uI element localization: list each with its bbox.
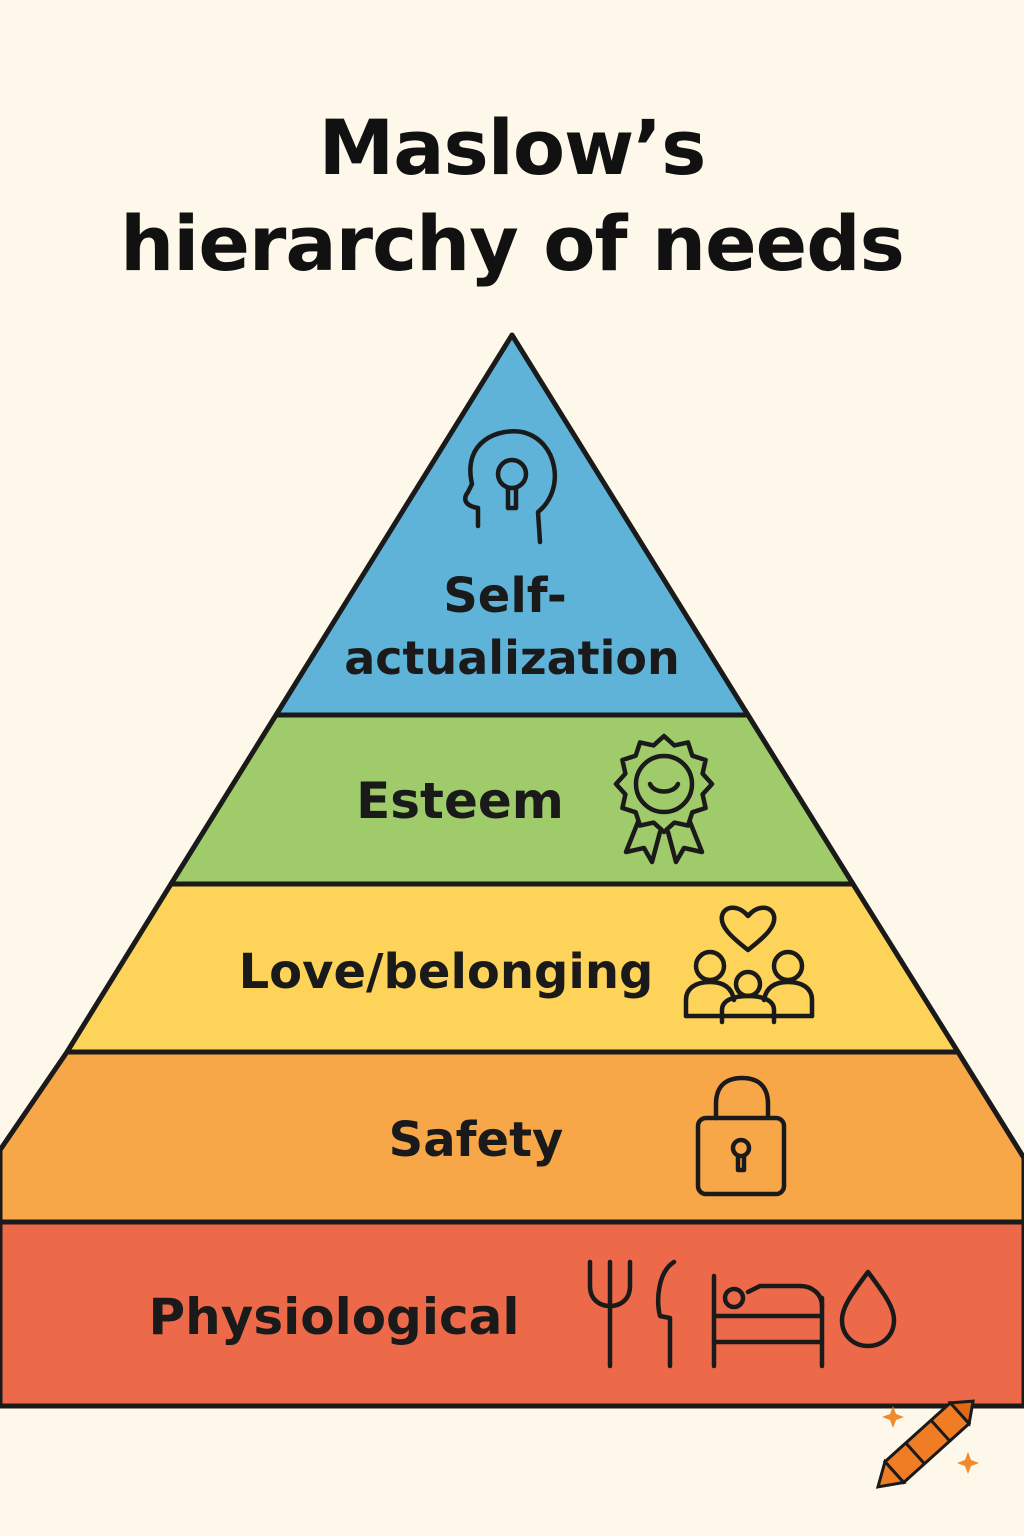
tier-safety: Safety bbox=[0, 1049, 1024, 1225]
tier-label-safety: Safety bbox=[389, 1112, 564, 1168]
fork-knife-icon bbox=[587, 1259, 677, 1369]
padlock-icon bbox=[695, 1075, 787, 1197]
tier-label-love-belonging: Love/belonging bbox=[239, 944, 654, 1000]
page-title: Maslow’s hierarchy of needs bbox=[0, 100, 1024, 292]
award-badge-icon bbox=[613, 733, 715, 865]
crayon-logo bbox=[875, 1399, 979, 1489]
title-line-2: hierarchy of needs bbox=[120, 199, 905, 288]
tier-label-self-actualization-line2: actualization bbox=[344, 631, 680, 685]
family-heart-icon bbox=[683, 905, 815, 1025]
bed-icon bbox=[711, 1273, 825, 1369]
tier-label-self-actualization-line1: Self- bbox=[443, 568, 567, 624]
title-line-1: Maslow’s bbox=[318, 103, 707, 192]
water-drop-icon bbox=[839, 1269, 897, 1349]
tier-esteem: Esteem bbox=[168, 712, 856, 887]
head-keyhole-icon bbox=[463, 429, 558, 545]
tier-label-physiological: Physiological bbox=[148, 1288, 519, 1346]
tier-self-actualization: Self- actualization bbox=[273, 332, 751, 718]
tier-physiological: Physiological bbox=[0, 1219, 1024, 1409]
tier-label-esteem: Esteem bbox=[356, 772, 564, 830]
tier-love-belonging: Love/belonging bbox=[64, 881, 961, 1055]
